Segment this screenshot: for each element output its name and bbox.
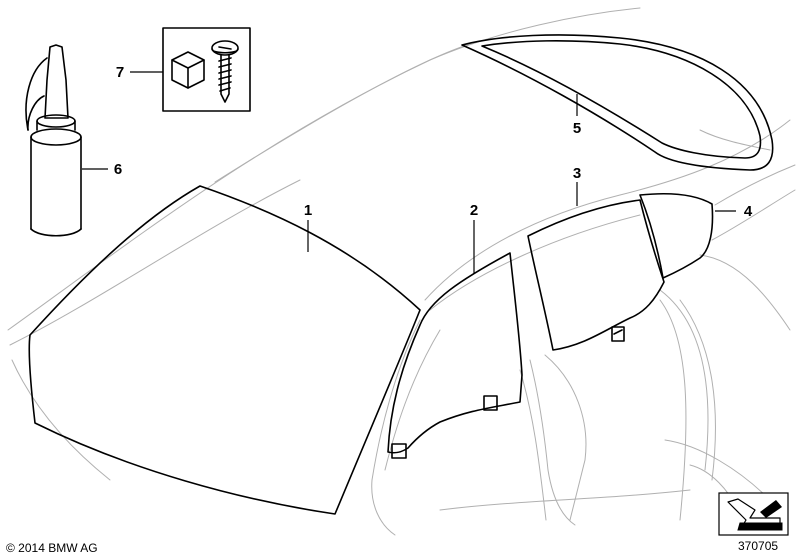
screw-shank	[220, 54, 230, 103]
fastener-kit-illustration	[162, 27, 251, 112]
car-body-outline	[7, 7, 796, 536]
clip-cube-top	[171, 51, 205, 69]
rear-door-clip-detail	[613, 329, 623, 335]
copyright-notice: © 2014 BMW AG	[6, 541, 98, 555]
front-door-clip	[483, 395, 498, 411]
callout-3: 3	[573, 165, 581, 182]
rear-door-window-glass	[527, 199, 665, 351]
callout-7: 7	[116, 64, 124, 81]
callout-5: 5	[573, 120, 581, 137]
front-door-window-glass	[387, 252, 523, 459]
rear-window-glass	[461, 34, 774, 171]
arrow-navigation-icon[interactable]	[718, 492, 789, 536]
fastener-kit-box	[162, 27, 251, 112]
callout-1: 1	[304, 202, 312, 219]
callout-4: 4	[744, 203, 753, 220]
windscreen-glass	[28, 185, 421, 515]
adhesive-bottle-illustration	[25, 44, 82, 237]
rear-door-clip	[611, 326, 625, 342]
front-door-clip	[391, 443, 407, 459]
callout-6: 6	[114, 161, 122, 178]
screw-head	[211, 40, 239, 56]
callout-2: 2	[470, 202, 478, 219]
document-number: 370705	[738, 539, 779, 553]
rear-quarter-window-glass	[639, 192, 714, 279]
leader-lines	[82, 71, 736, 274]
